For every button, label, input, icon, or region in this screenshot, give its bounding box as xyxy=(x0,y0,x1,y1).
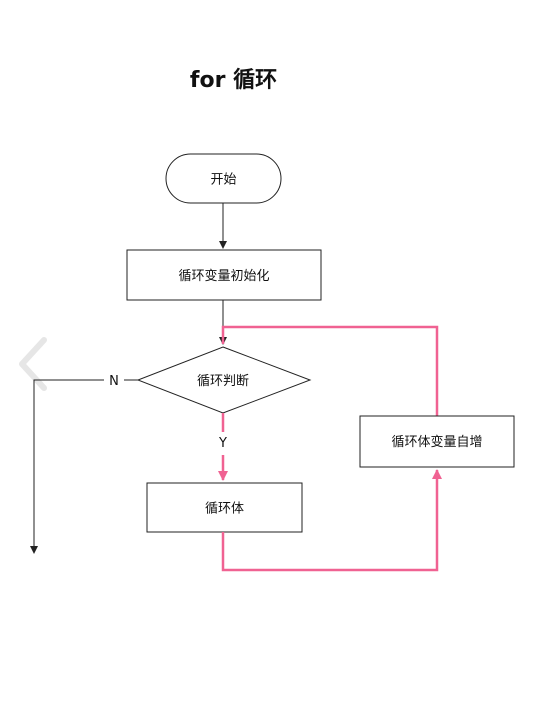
body-node: 循环体 xyxy=(146,482,303,533)
loop-back-path xyxy=(221,325,439,416)
init-node: 循环变量初始化 xyxy=(126,249,322,301)
body-label: 循环体 xyxy=(205,502,244,517)
yes-label: Y xyxy=(218,436,227,451)
init-label: 循环变量初始化 xyxy=(178,268,269,284)
start-label: 开始 xyxy=(210,173,236,188)
page-title: for 循环 xyxy=(189,68,278,93)
edge-no-exit xyxy=(30,379,104,554)
increment-label: 循环体变量自增 xyxy=(391,434,482,450)
condition-label: 循环判断 xyxy=(197,374,249,389)
edge-body-increment xyxy=(221,469,442,572)
start-node: 开始 xyxy=(165,153,282,204)
no-label: N xyxy=(109,374,119,389)
increment-node: 循环体变量自增 xyxy=(359,415,515,468)
condition-node: 循环判断 xyxy=(136,346,312,414)
